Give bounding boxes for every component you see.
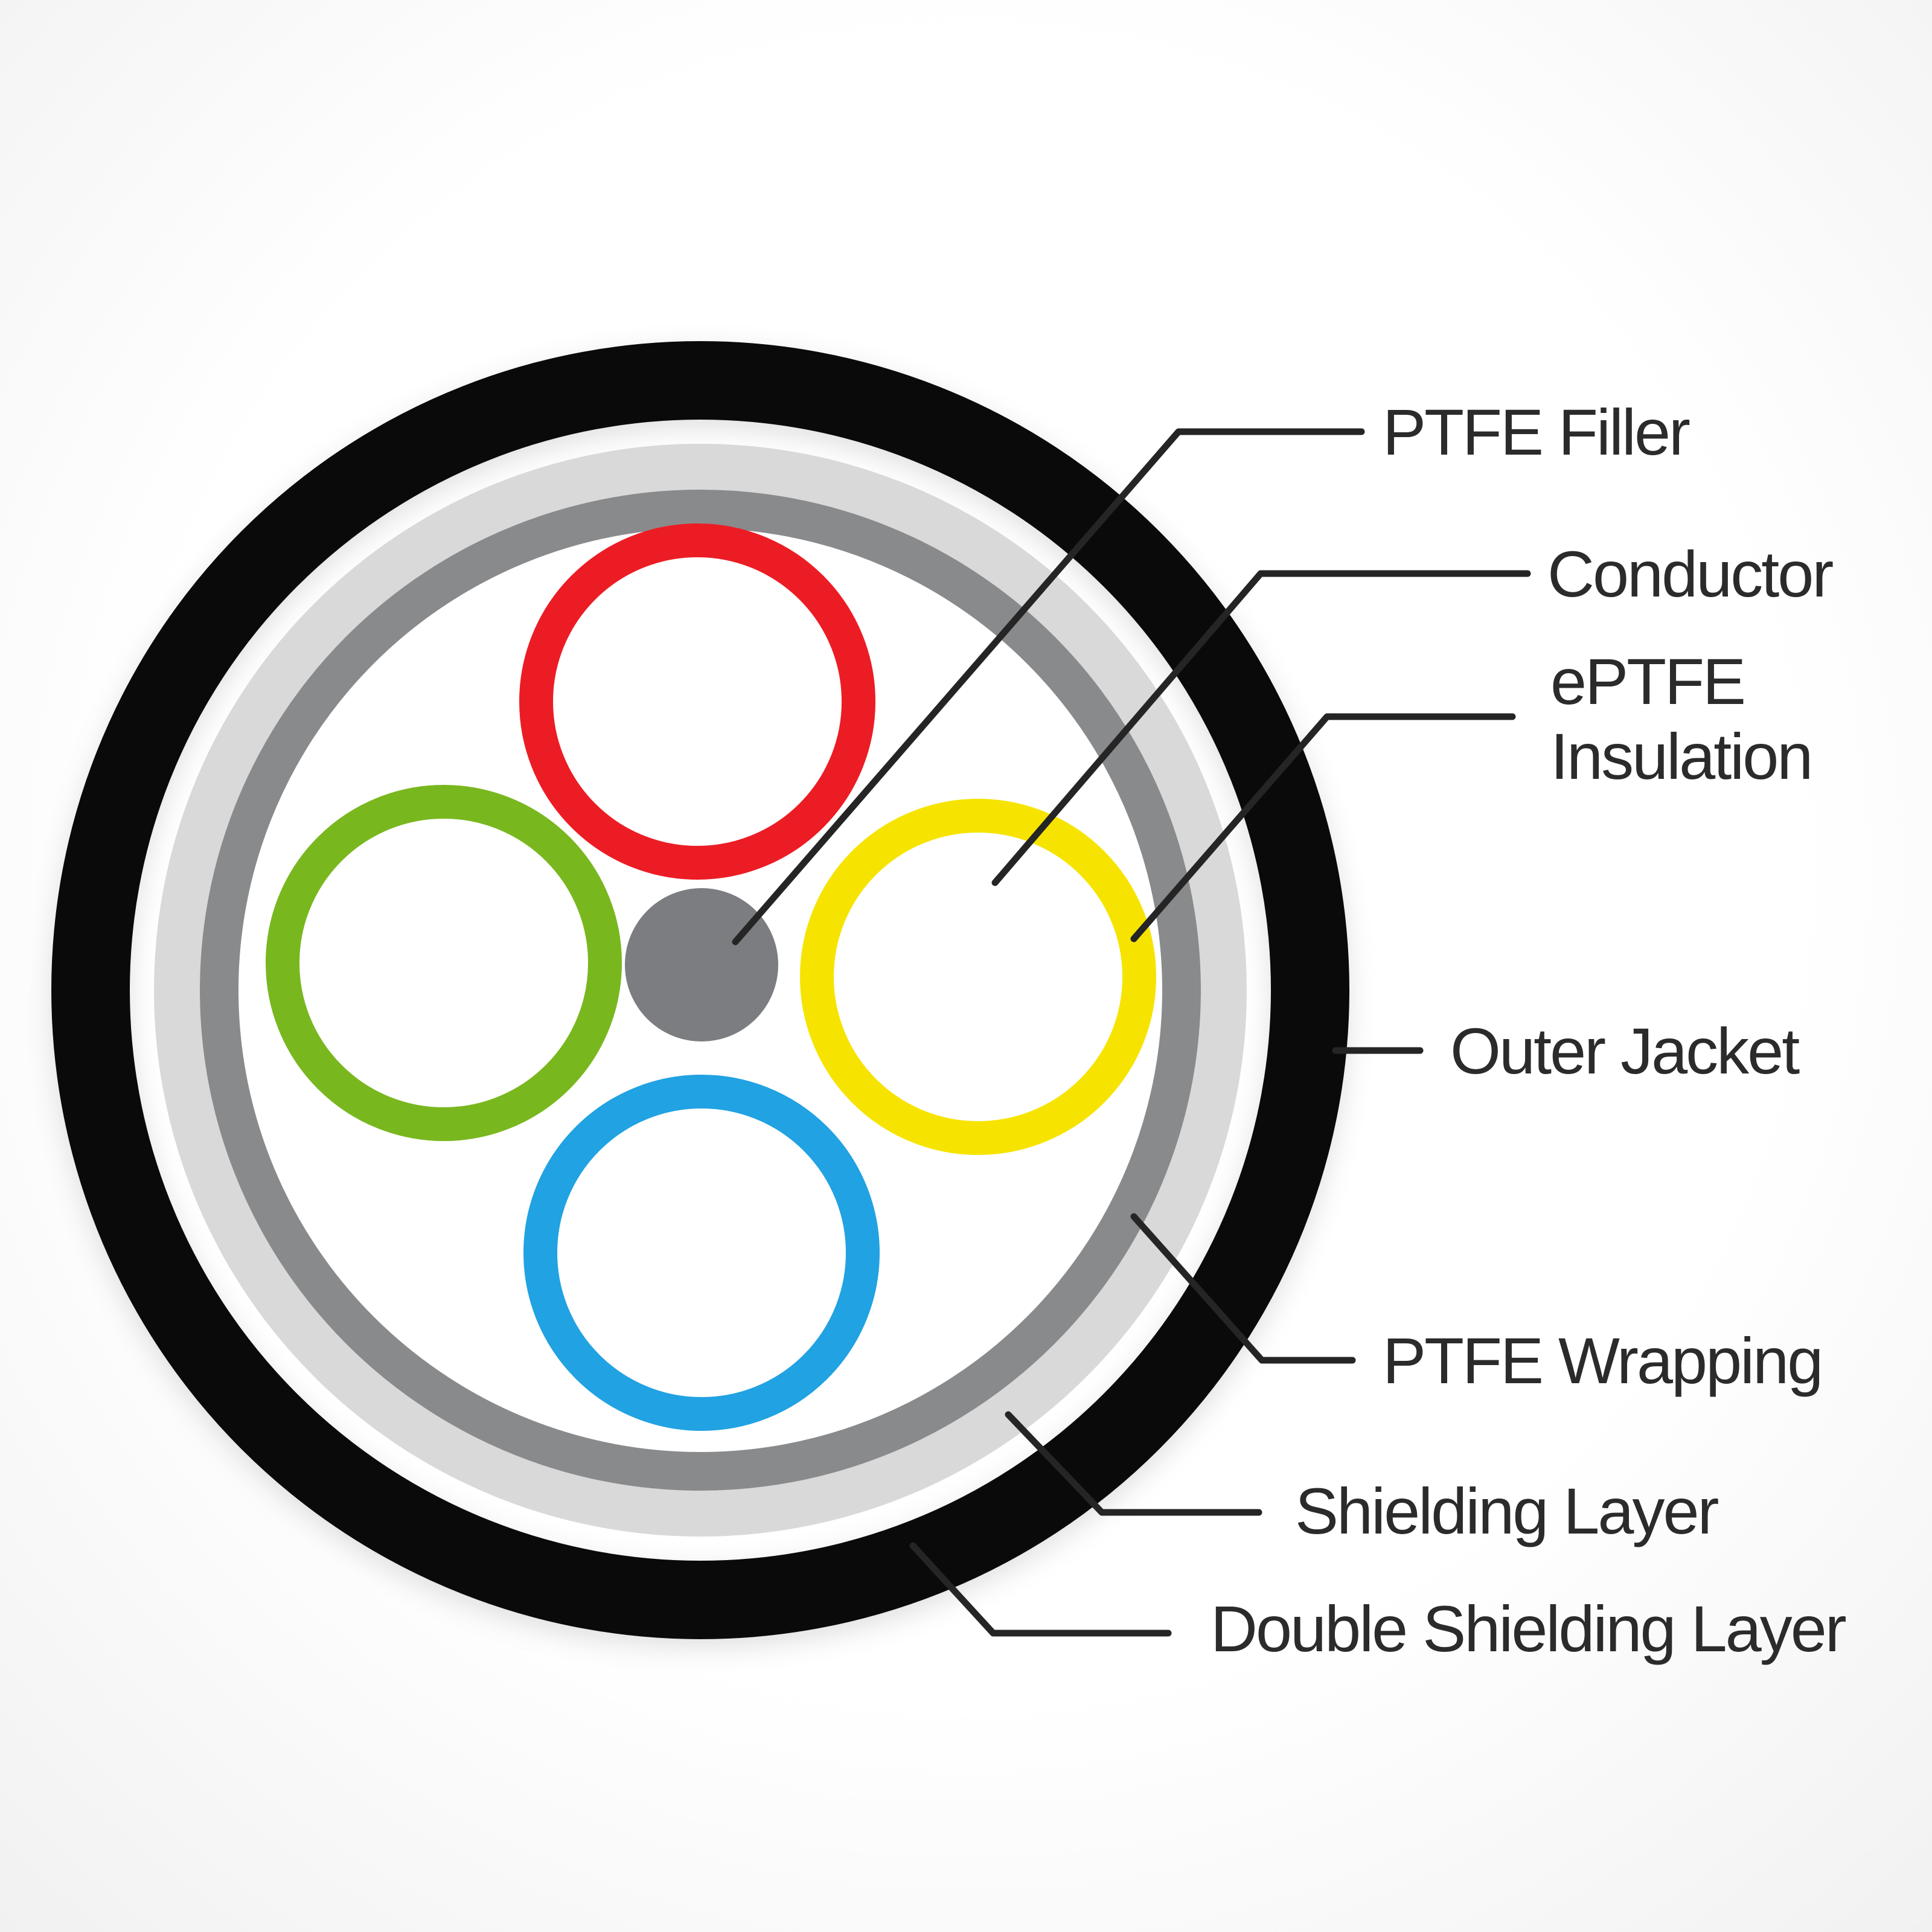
leader-line-conductor — [991, 570, 1531, 886]
outer-jacket-ring — [51, 341, 1349, 1639]
conductor-green-insulation-ring — [266, 785, 622, 1141]
cable-body — [51, 341, 1349, 1639]
label-double-shielding-layer: Double Shielding Layer — [1211, 1592, 1846, 1665]
conductor-yellow-insulation-ring — [800, 799, 1156, 1155]
shielding-layer-ring — [154, 444, 1247, 1537]
conductor-red-insulation-ring — [519, 523, 875, 880]
label-shielding-layer: Shielding Layer — [1295, 1474, 1719, 1547]
leader-line-ptfe-filler — [732, 428, 1365, 945]
label-ptfe-filler: PTFE Filler — [1383, 395, 1690, 469]
leader-line-double-shielding-layer — [909, 1542, 1172, 1637]
labels: PTFE Filler Conductor ePTFE Insulation O… — [1211, 395, 1848, 1665]
conductor-blue-insulation-ring — [523, 1075, 880, 1431]
label-conductor: Conductor — [1547, 537, 1833, 610]
label-outer-jacket: Outer Jacket — [1450, 1014, 1800, 1087]
label-eptfe: ePTFE — [1550, 645, 1744, 718]
conductors — [266, 523, 1156, 1431]
leader-line-shielding-layer — [1005, 1411, 1262, 1516]
leader-line-ptfe-wrapping — [1130, 1213, 1356, 1364]
ptfe-filler-circle — [625, 888, 778, 1041]
label-ptfe-wrapping: PTFE Wrapping — [1383, 1324, 1822, 1397]
ptfe-wrapping-ring — [200, 490, 1201, 1491]
label-insulation: Insulation — [1550, 720, 1811, 793]
leader-line-eptfe-insulation — [1130, 713, 1516, 942]
leader-lines — [732, 428, 1531, 1637]
